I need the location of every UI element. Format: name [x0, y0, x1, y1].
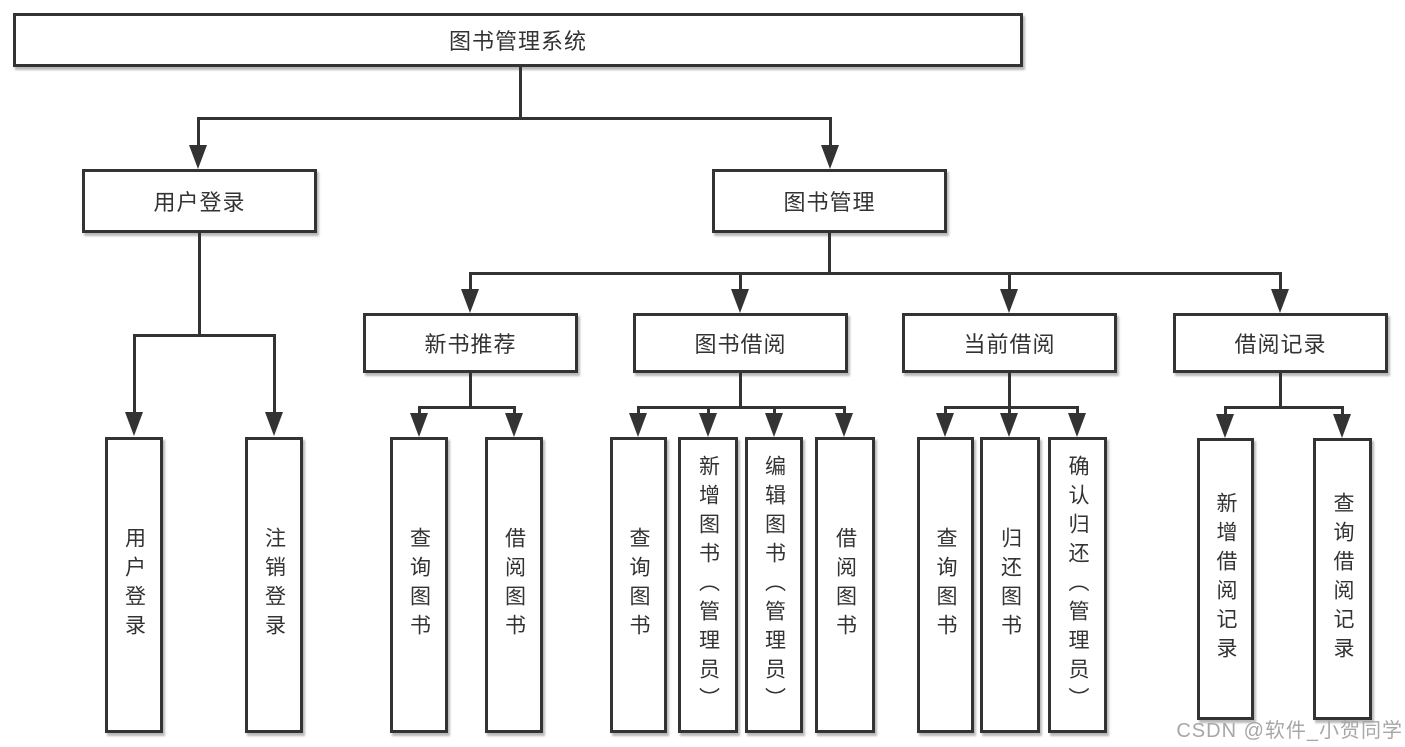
connector-stem	[773, 406, 776, 416]
connector-book-mgmt-split	[469, 272, 1282, 275]
arrowhead-down-icon	[629, 413, 647, 437]
leaf-label: 用户登录	[122, 527, 146, 643]
leaf-label: 注销登录	[262, 527, 286, 643]
node-label: 用户登录	[153, 190, 246, 215]
node-label: 图书管理	[783, 190, 876, 215]
node-borrowing-records: 借阅记录	[1173, 313, 1388, 373]
connector-stem	[1224, 406, 1227, 417]
node-label: 当前借阅	[963, 332, 1056, 357]
arrowhead-down-icon	[821, 145, 839, 169]
leaf-label: 借阅图书	[833, 527, 857, 643]
node-user-login: 用户登录	[82, 169, 317, 233]
arrowhead-down-icon	[1000, 289, 1018, 313]
connector-stem	[133, 334, 136, 415]
connector-group-trunk	[469, 373, 472, 409]
connector-stem	[418, 406, 421, 416]
leaf-label: 查询图书	[407, 527, 431, 643]
connector-stem	[1341, 406, 1344, 417]
node-new-book-recommend: 新书推荐	[363, 313, 578, 373]
connector-group-split	[1224, 406, 1344, 409]
connector-stem	[707, 406, 710, 416]
leaf-label: 编辑图书（管理员）	[762, 454, 786, 716]
connector-stem	[1008, 406, 1011, 416]
leaf-logout: 注销登录	[245, 437, 303, 733]
watermark: CSDN @软件_小贺同学	[1176, 720, 1403, 742]
connector-stem	[843, 406, 846, 416]
leaf-nb-borrow-books: 借阅图书	[485, 437, 543, 733]
leaf-user-login: 用户登录	[105, 437, 163, 733]
connector-group-split	[418, 406, 515, 409]
leaf-cb-confirm-return-admin: 确认归还（管理员）	[1048, 437, 1107, 733]
leaf-br-query-record: 查询借阅记录	[1313, 438, 1372, 720]
arrowhead-down-icon	[189, 145, 207, 169]
leaf-label: 新增图书（管理员）	[696, 454, 720, 716]
connector-stem	[944, 406, 947, 416]
arrowhead-down-icon	[1068, 413, 1086, 437]
leaf-bb-add-books-admin: 新增图书（管理员）	[678, 437, 738, 733]
leaf-label: 确认归还（管理员）	[1066, 454, 1089, 716]
node-current-borrowing: 当前借阅	[902, 313, 1117, 373]
connector-stem	[1279, 272, 1282, 292]
leaf-label: 归还图书	[998, 527, 1022, 643]
leaf-bb-query-books: 查询图书	[610, 437, 667, 733]
arrowhead-down-icon	[731, 289, 749, 313]
node-label: 图书管理系统	[448, 29, 587, 54]
connector-stem	[1076, 406, 1079, 416]
arrowhead-down-icon	[461, 289, 479, 313]
node-label: 新书推荐	[424, 332, 517, 357]
leaf-label: 借阅图书	[502, 527, 526, 643]
node-book-management: 图书管理	[712, 169, 947, 233]
connector-group-split	[637, 406, 846, 409]
connector-root-trunk	[519, 67, 522, 118]
connector-stem	[273, 334, 276, 415]
connector-stem	[513, 406, 516, 416]
connector-user-login-trunk	[198, 233, 201, 337]
connector-group-trunk	[1279, 373, 1282, 409]
arrowhead-down-icon	[125, 412, 143, 436]
connector-root-split	[197, 117, 832, 120]
connector-stem	[829, 117, 832, 147]
connector-stem	[637, 406, 640, 416]
node-book-borrowing: 图书借阅	[633, 313, 848, 373]
arrowhead-down-icon	[1216, 414, 1234, 438]
arrowhead-down-icon	[699, 413, 717, 437]
leaf-bb-borrow-books: 借阅图书	[815, 437, 875, 733]
connector-stem	[739, 272, 742, 292]
node-label: 图书借阅	[694, 332, 787, 357]
node-label: 借阅记录	[1234, 332, 1327, 357]
leaf-label: 新增借阅记录	[1214, 492, 1237, 666]
arrowhead-down-icon	[765, 413, 783, 437]
leaf-cb-return-books: 归还图书	[980, 437, 1040, 733]
leaf-nb-query-books: 查询图书	[390, 437, 448, 733]
leaf-label: 查询图书	[934, 527, 957, 643]
arrowhead-down-icon	[505, 413, 523, 437]
leaf-label: 查询借阅记录	[1331, 492, 1354, 666]
connector-stem	[1008, 272, 1011, 292]
connector-book-mgmt-trunk	[828, 232, 831, 275]
arrowhead-down-icon	[410, 413, 428, 437]
leaf-br-add-record: 新增借阅记录	[1197, 438, 1254, 720]
arrowhead-down-icon	[936, 413, 954, 437]
node-root: 图书管理系统	[13, 13, 1023, 67]
arrowhead-down-icon	[1271, 289, 1289, 313]
connector-group-split	[944, 406, 1079, 409]
connector-user-login-split	[133, 334, 276, 337]
arrowhead-down-icon	[1000, 413, 1018, 437]
leaf-label: 查询图书	[627, 527, 650, 643]
arrowhead-down-icon	[265, 412, 283, 436]
leaf-bb-edit-books-admin: 编辑图书（管理员）	[745, 437, 803, 733]
arrowhead-down-icon	[1333, 414, 1351, 438]
connector-stem	[197, 117, 200, 147]
leaf-cb-query-books: 查询图书	[917, 437, 974, 733]
connector-stem	[469, 272, 472, 292]
connector-group-trunk	[1008, 373, 1011, 409]
arrowhead-down-icon	[835, 413, 853, 437]
connector-group-trunk	[739, 373, 742, 409]
